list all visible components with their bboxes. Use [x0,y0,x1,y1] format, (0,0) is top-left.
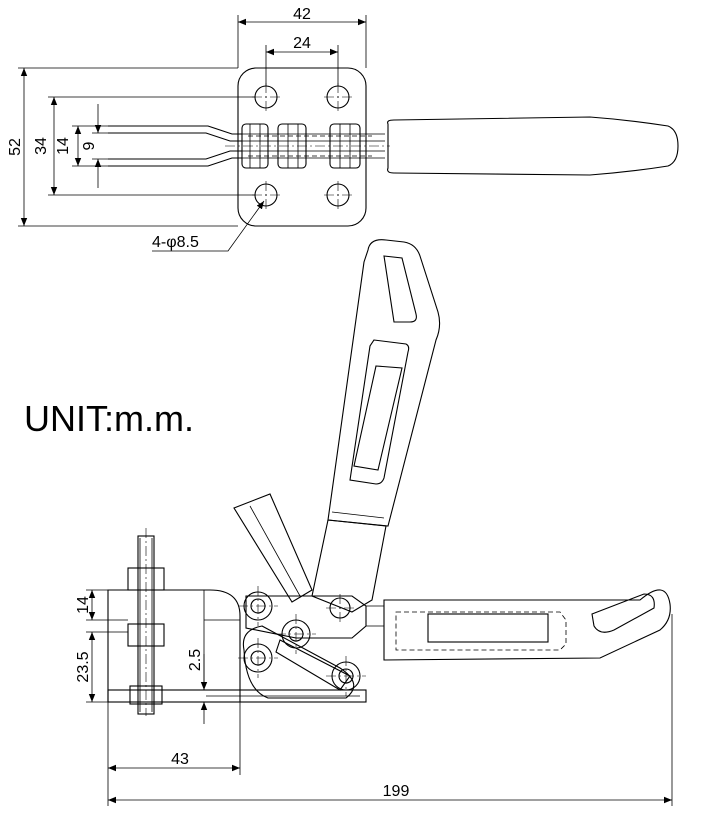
handle-grip [387,116,679,176]
dim-23-5: 23.5 [75,631,128,703]
linkage [238,586,367,699]
dim-24: 24 [265,35,339,86]
unit-label: UNIT:m.m. [24,398,194,439]
hole-callout: 4-φ8.5 [152,200,265,252]
spindle [127,528,165,716]
dim-52-label: 52 [7,138,24,156]
dim-43: 43 [107,702,241,806]
dim-199-label: 199 [383,783,410,800]
hole-callout-label: 4-φ8.5 [152,234,199,251]
dim-52: 52 [7,67,238,227]
handle-closed-position [366,589,671,661]
pivot-pins [238,586,366,696]
dim-199: 199 [108,614,673,806]
top-view: 42 24 52 34 14 9 [7,6,679,252]
dim-42: 42 [237,6,367,68]
clamp-body [107,589,367,703]
dim-14-side-label: 14 [75,596,92,614]
dim-14-top-label: 14 [55,137,72,155]
dim-14-top: 14 [55,125,108,167]
side-view: 14 23.5 2.5 43 199 [75,239,673,806]
dim-14-side: 14 [75,589,128,621]
dim-42-label: 42 [293,6,311,23]
dim-34: 34 [33,96,255,196]
clamp-arm [108,123,390,169]
dim-23-5-label: 23.5 [75,651,92,682]
dim-43-label: 43 [171,751,189,768]
dim-34-label: 34 [33,137,50,155]
base-plate [237,67,367,227]
dim-9-label: 9 [81,141,98,150]
dim-2-5-label: 2.5 [187,649,204,671]
dim-9: 9 [81,104,108,188]
handle-open-position [233,239,441,613]
dim-24-label: 24 [293,35,311,52]
dim-2-5: 2.5 [187,649,208,724]
